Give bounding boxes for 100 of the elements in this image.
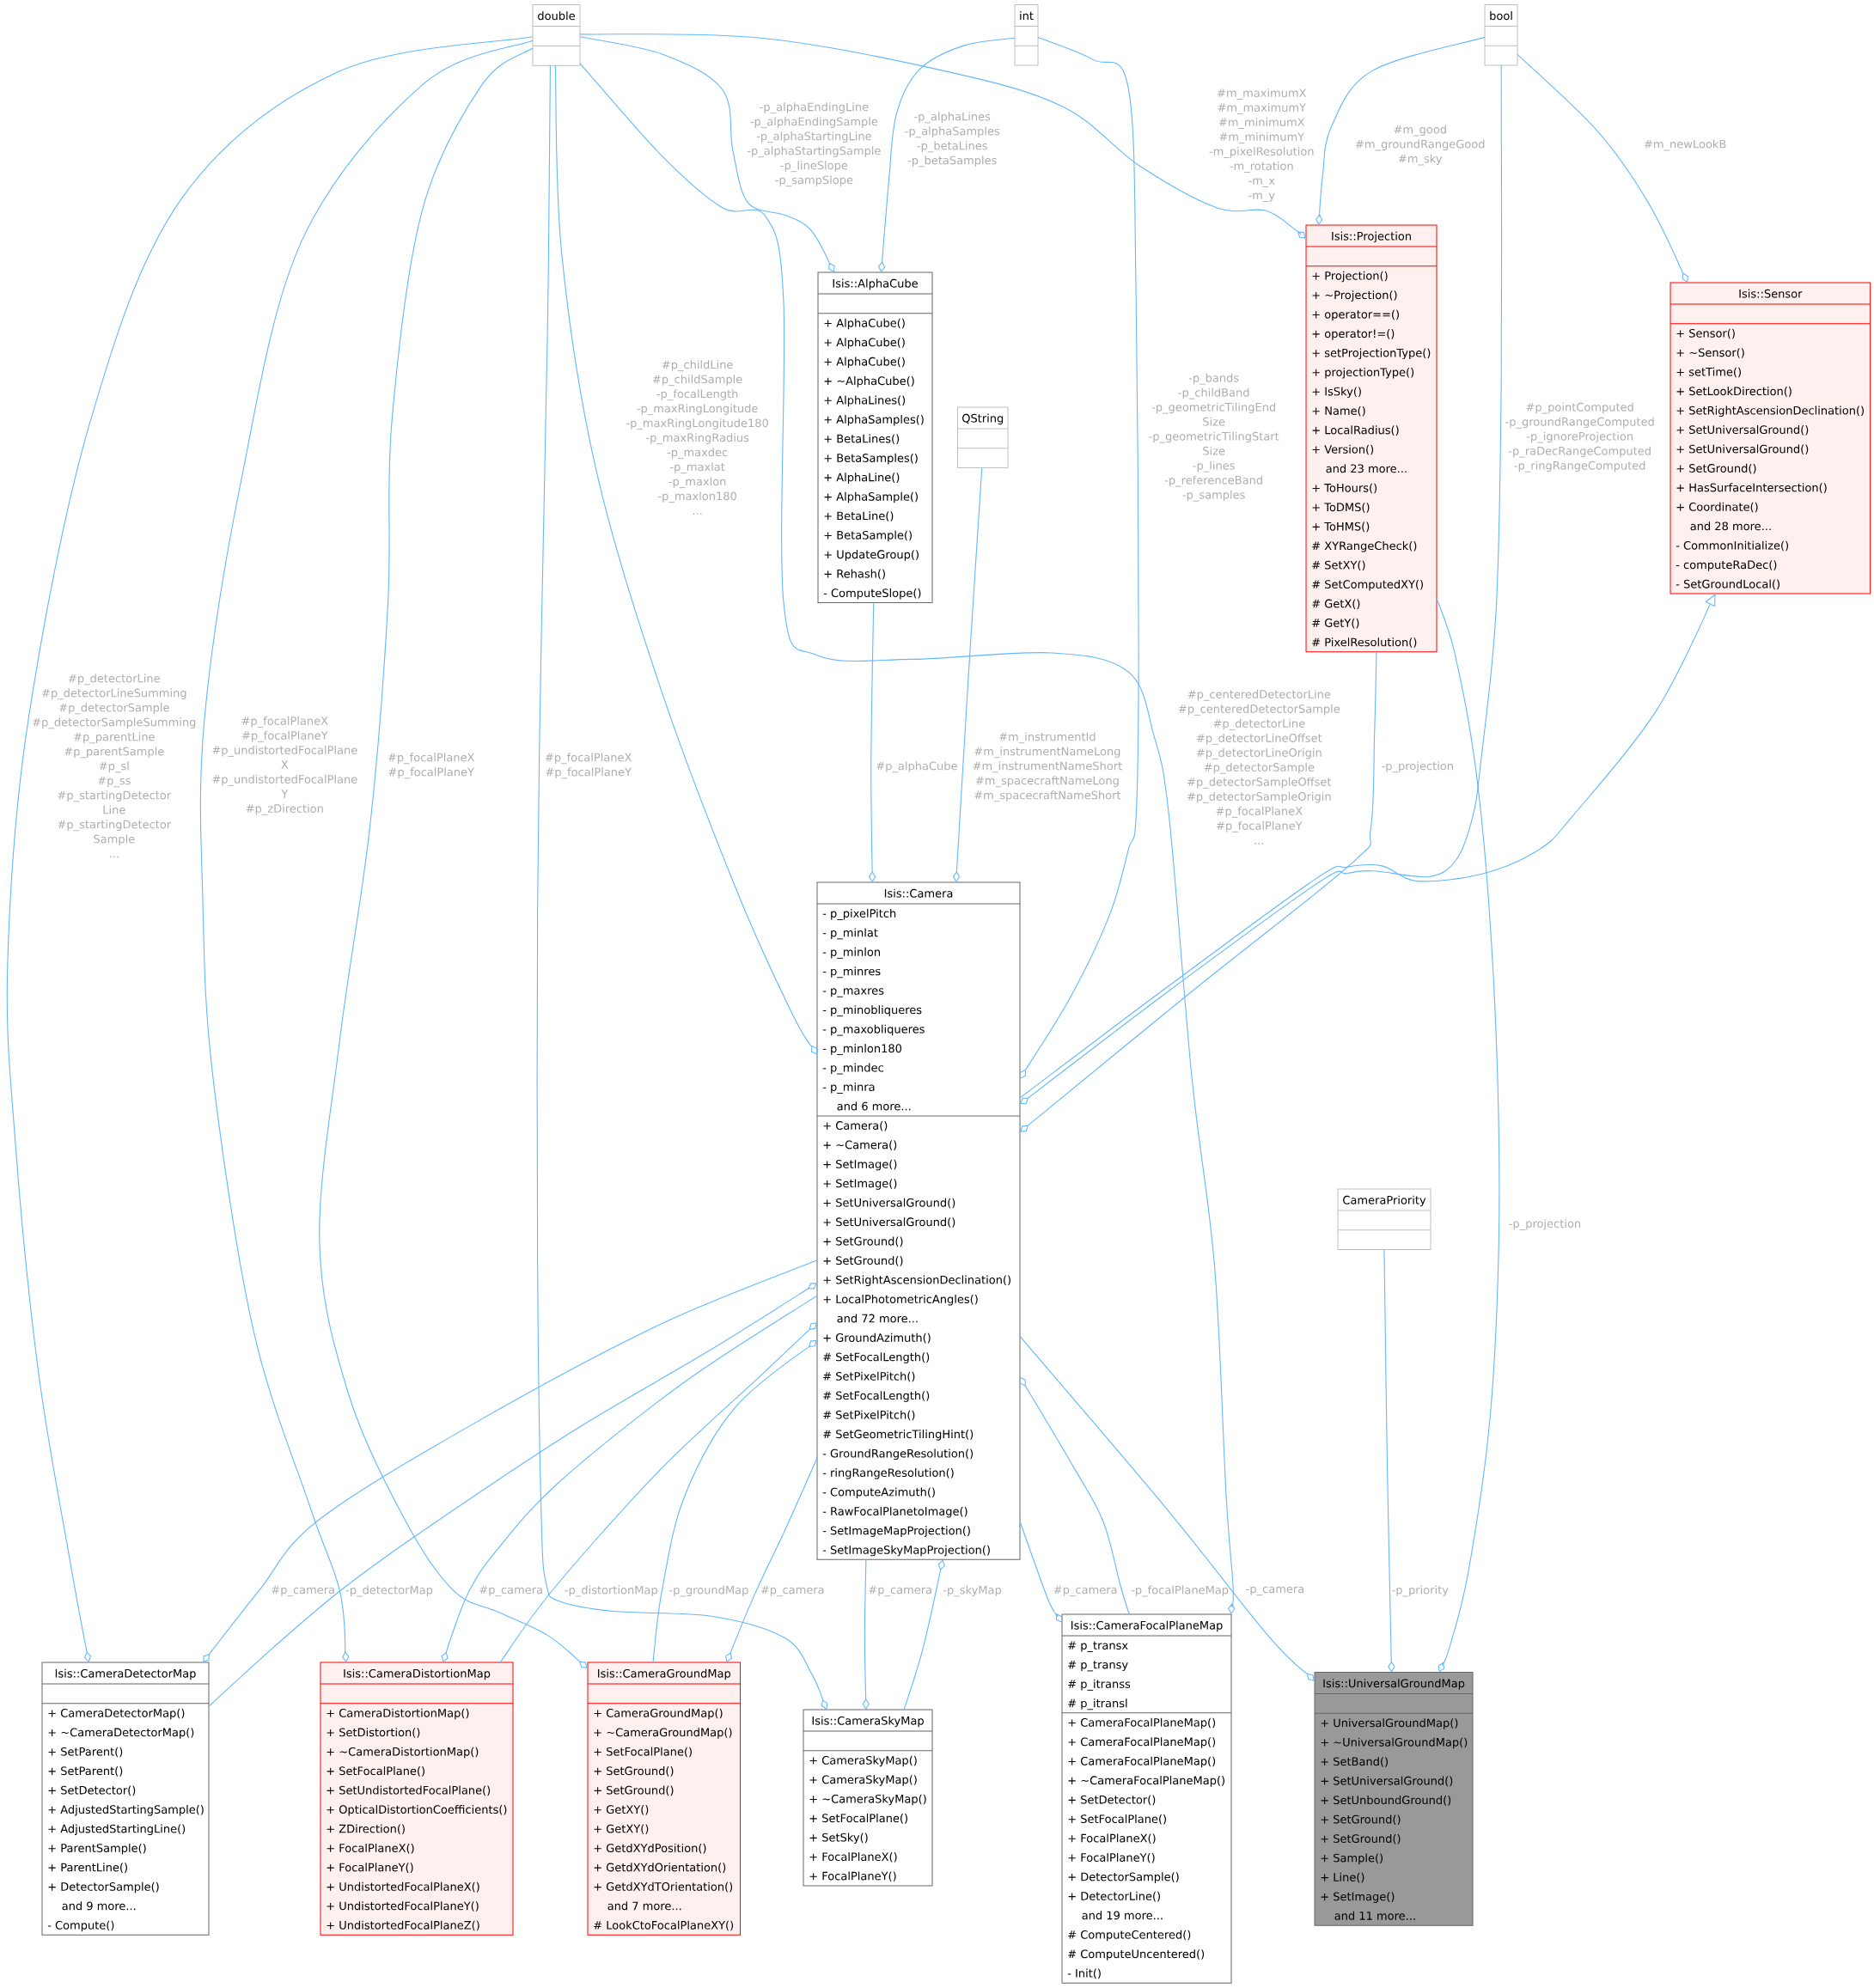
method-entry: + Sensor() — [1676, 328, 1735, 339]
method-entry: + SetFocalPlane() — [809, 1814, 907, 1824]
method-entry: # GetY() — [1312, 618, 1359, 629]
method-entry: + setProjectionType() — [1312, 348, 1431, 360]
method-entry: + SetGround() — [823, 1236, 903, 1247]
method-entry: + DetectorSample() — [48, 1881, 159, 1893]
class-box — [1670, 282, 1871, 595]
method-entry: - CommonInitialize() — [1676, 540, 1789, 552]
method-entry: - SetImageSkyMapProjection() — [822, 1545, 990, 1557]
method-entry: + setTime() — [1676, 367, 1741, 378]
class-box — [1337, 1188, 1431, 1251]
method-entry: + AlphaSamples() — [824, 414, 924, 426]
attribute-entry: and 6 more... — [837, 1101, 911, 1111]
method-entry: + SetUniversalGround() — [1676, 444, 1809, 454]
edge-label: #p_childLine #p_childSample -p_focalLength -p_maxRingLongitude -p_maxRingLongitude180 -p_maxRingRadius -p_maxdec -p_maxlat -p_maxlon -p_maxlon180 ... — [626, 360, 768, 515]
method-entry: + SetGround() — [823, 1256, 903, 1266]
method-entry: + CameraDistortionMap() — [327, 1708, 469, 1720]
attribute-entry: # p_transx — [1068, 1641, 1128, 1652]
method-entry: + SetImage() — [1321, 1892, 1395, 1903]
method-entry: + SetImage() — [823, 1159, 897, 1171]
method-entry: + GetXY() — [594, 1824, 649, 1835]
method-entry: - SetImageMapProjection() — [822, 1526, 970, 1537]
method-entry: + SetParent() — [48, 1747, 123, 1758]
method-entry: + Rehash() — [824, 569, 885, 580]
method-entry: - computeRaDec() — [1676, 560, 1777, 571]
method-entry: + GetdXYdOrientation() — [594, 1863, 726, 1873]
method-entry: + SetUnboundGround() — [1321, 1796, 1451, 1806]
method-entry: # SetFocalLength() — [823, 1352, 930, 1363]
attribute-entry: # p_itransl — [1068, 1698, 1127, 1711]
method-entry: + SetFocalPlane() — [327, 1766, 424, 1777]
method-entry: + operator==() — [1312, 309, 1399, 321]
method-entry: + GetdXYdPosition() — [594, 1843, 706, 1854]
class-box — [957, 406, 1009, 469]
method-entry: + ~CameraGroundMap() — [594, 1728, 732, 1739]
method-entry: + ParentLine() — [48, 1863, 127, 1873]
connector-line — [499, 1322, 817, 1663]
edge-label: -p_focalPlaneMap — [1131, 1585, 1229, 1597]
method-entry: + CameraGroundMap() — [594, 1708, 723, 1720]
method-entry: + SetGround() — [1321, 1833, 1401, 1845]
edge-label: -p_detectorMap — [345, 1585, 433, 1597]
method-entry: # LookCtoFocalPlaneXY() — [594, 1920, 734, 1931]
connector-line — [1436, 597, 1500, 1673]
method-entry: # ComputeUncentered() — [1068, 1949, 1205, 1961]
connector-line — [952, 467, 983, 882]
class-box — [41, 1662, 210, 1936]
method-entry: + Coordinate() — [1676, 502, 1758, 513]
class-name: Isis::CameraSkyMap — [812, 1716, 924, 1728]
connector-line — [6, 36, 534, 1662]
method-entry: + AlphaSample() — [824, 491, 918, 503]
method-entry: + SetFocalPlane() — [1068, 1814, 1166, 1825]
method-entry: + ~CameraSkyMap() — [809, 1794, 926, 1806]
edge-label: #m_maximumX #m_maximumY #m_minimumX #m_minimumY -m_pixelResolution -m_rotation -m_x -m_y — [1209, 88, 1314, 202]
class-name: Isis::CameraFocalPlaneMap — [1071, 1620, 1223, 1632]
class-box — [1305, 224, 1438, 653]
method-entry: + AlphaCube() — [824, 338, 905, 349]
method-entry: + UndistortedFocalPlaneZ() — [327, 1920, 479, 1931]
edge-label: -p_projection — [1509, 1219, 1581, 1230]
edge-label: #p_camera — [479, 1585, 542, 1597]
edge-label: #p_camera — [1053, 1585, 1117, 1597]
method-entry: + CameraSkyMap() — [809, 1775, 917, 1786]
method-entry: - RawFocalPlanetoImage() — [822, 1506, 968, 1518]
method-entry: and 7 more... — [607, 1901, 681, 1911]
method-entry: + UpdateGroup() — [824, 550, 919, 561]
connector-line — [652, 1339, 817, 1663]
method-entry: + SetUniversalGround() — [1321, 1776, 1453, 1787]
edge-label: #p_camera — [760, 1585, 824, 1597]
method-entry: and 72 more... — [837, 1314, 918, 1323]
edge-label: -p_priority — [1392, 1585, 1449, 1597]
attribute-entry: - p_maxres — [822, 988, 884, 997]
method-entry: + Name() — [1312, 406, 1365, 417]
class-box — [1484, 4, 1518, 66]
method-entry: + SetUniversalGround() — [1676, 424, 1809, 436]
method-entry: and 9 more... — [62, 1901, 136, 1911]
method-entry: + GroundAzimuth() — [823, 1332, 931, 1344]
method-entry: + AlphaCube() — [824, 318, 905, 330]
method-entry: # PixelResolution() — [1312, 637, 1417, 648]
edge-label: #p_alphaCube — [876, 761, 957, 773]
method-entry: + SetDistortion() — [327, 1728, 420, 1738]
method-entry: + IsSky() — [1312, 387, 1361, 398]
connector-line — [1020, 651, 1377, 1132]
class-name: QString — [962, 413, 1004, 425]
method-entry: + ~CameraDistortionMap() — [327, 1747, 479, 1759]
class-name: Isis::Camera — [884, 888, 953, 898]
class-box — [587, 1662, 741, 1936]
method-entry: + ~CameraDetectorMap() — [48, 1728, 194, 1739]
edge-label: -p_alphaLines -p_alphaSamples -p_betaLines -p_betaSamples — [905, 112, 1000, 168]
edge-label: #p_focalPlaneX #p_focalPlaneY — [546, 753, 632, 779]
class-name: double — [538, 11, 575, 21]
method-entry: + ~Projection() — [1312, 290, 1397, 302]
method-entry: + Camera() — [823, 1120, 888, 1131]
attribute-entry: - p_pixelPitch — [822, 908, 896, 920]
method-entry: + SetLookDirection() — [1676, 387, 1792, 397]
method-entry: + ~Camera() — [823, 1140, 897, 1150]
method-entry: + DetectorLine() — [1068, 1891, 1160, 1902]
method-entry: + LocalPhotometricAngles() — [823, 1294, 978, 1306]
method-entry: + FocalPlaneY() — [327, 1863, 413, 1873]
attribute-entry: # p_itranss — [1068, 1679, 1131, 1691]
method-entry: + CameraFocalPlaneMap() — [1068, 1756, 1216, 1768]
edge-label: -p_bands -p_childBand -p_geometricTilingEnd Size -p_geometricTilingStart Size -p_lines -p_referenceBand -p_samples — [1149, 373, 1279, 502]
method-entry: + ToDMS() — [1312, 503, 1370, 513]
